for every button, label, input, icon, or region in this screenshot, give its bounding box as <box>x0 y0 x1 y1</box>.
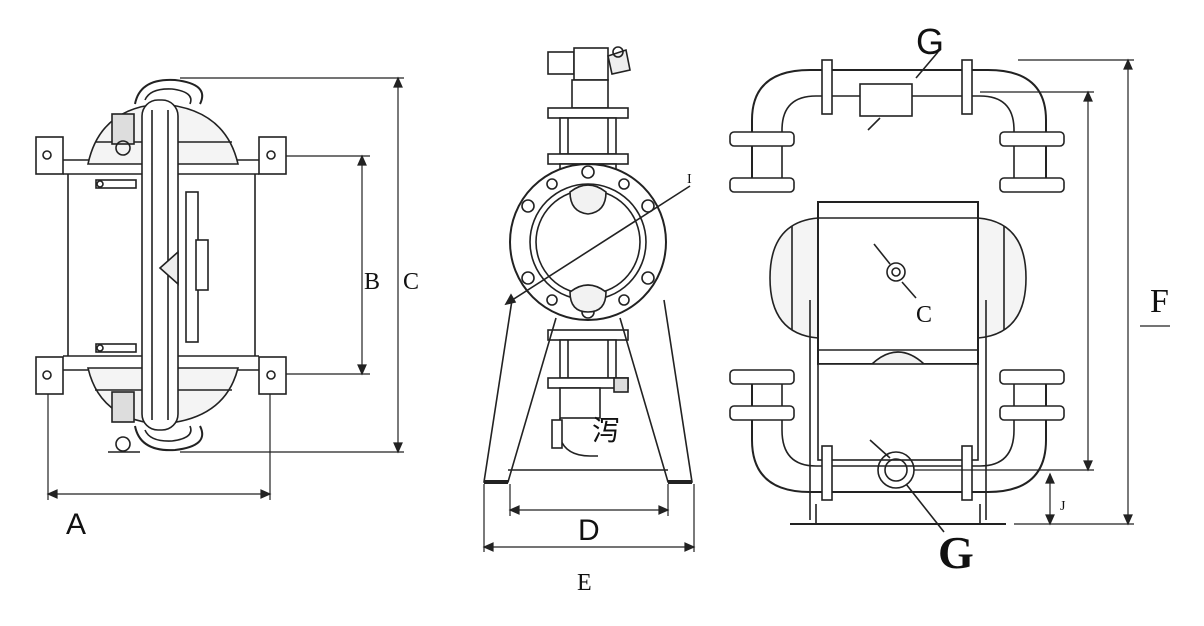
side-view-dimensions <box>46 76 404 500</box>
label-g-top: G <box>916 21 944 62</box>
label-i: I <box>687 172 692 187</box>
label-f: F <box>1150 283 1169 320</box>
label-b: B <box>364 269 380 295</box>
rear-view <box>729 51 1065 533</box>
side-view <box>35 78 287 453</box>
label-c-left: C <box>403 269 419 295</box>
front-view-dimensions <box>482 484 696 552</box>
label-j: J <box>1060 499 1066 514</box>
label-drain: 泻 <box>592 415 620 446</box>
rear-view-dimensions <box>914 58 1170 526</box>
label-a: A <box>66 508 86 541</box>
label-d: D <box>578 514 600 547</box>
label-c-right: C <box>916 302 932 328</box>
front-view <box>483 46 693 484</box>
label-e: E <box>577 570 592 596</box>
label-g-bottom: G <box>938 527 974 578</box>
